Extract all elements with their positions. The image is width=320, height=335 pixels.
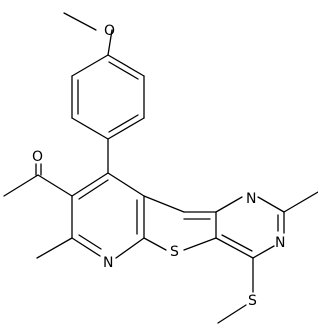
atom-o-carbonyl: O (32, 149, 43, 165)
phenyl-ring (71, 54, 145, 140)
atom-s-methylthio: S (248, 293, 257, 309)
pyrimidine-methyl-bond (283, 191, 318, 213)
methoxy-group (63, 12, 113, 56)
methylthio-group (217, 257, 254, 324)
pyridine-ring (71, 172, 145, 259)
pyridine-methyl-bond (36, 237, 73, 259)
atom-n-pyrimidine-top: N (246, 191, 256, 207)
atom-n-pyrimidine-bottom: N (275, 235, 285, 251)
thiophene-ring (143, 195, 217, 251)
atom-o-methoxy: O (104, 23, 115, 39)
acetyl-group (3, 163, 73, 197)
atom-s-thiophene: S (170, 244, 179, 260)
pyrimidine-ring (215, 196, 285, 259)
atom-n-pyridine: N (103, 255, 113, 271)
